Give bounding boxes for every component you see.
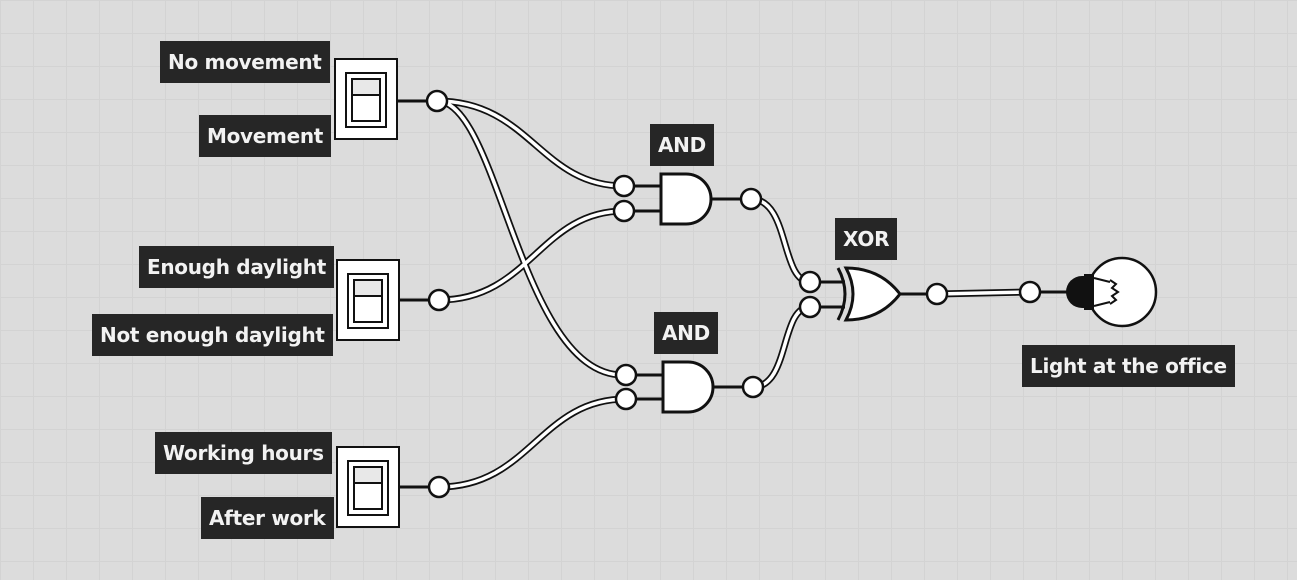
- connector-xor-in2: [798, 295, 822, 319]
- connector-xor-out: [925, 282, 949, 306]
- connector-bulb-in: [1018, 280, 1042, 304]
- switch-1-bottom-label: Movement: [199, 115, 332, 157]
- switch-2-top-label: Enough daylight: [139, 246, 334, 288]
- switch-2-bottom-label: Not enough daylight: [92, 314, 333, 356]
- switch-work-hours[interactable]: [336, 446, 400, 528]
- and-gate-1[interactable]: [634, 172, 741, 226]
- xor-gate-label: XOR: [835, 218, 898, 260]
- connector-switch2-out: [427, 288, 451, 312]
- connector-and1-out: [739, 187, 763, 211]
- light-bulb-icon: [1040, 256, 1158, 328]
- wire-and1-to-xor: [747, 195, 814, 286]
- switch-3-bottom-label: After work: [201, 497, 334, 539]
- output-label: Light at the office: [1022, 345, 1235, 387]
- and-gate-2-label: AND: [654, 312, 718, 354]
- and-gate-1-label: AND: [650, 124, 714, 166]
- wire-and2-to-xor: [749, 303, 814, 391]
- switch-stubs: [398, 99, 429, 489]
- connector-switch1-out: [425, 89, 449, 113]
- xor-gate[interactable]: [820, 266, 927, 322]
- wire-movement-to-and1: [433, 97, 628, 190]
- switch-3-top-label: Working hours: [155, 432, 332, 474]
- connector-xor-in1: [798, 270, 822, 294]
- and-gate-2[interactable]: [636, 360, 743, 414]
- wires: [433, 97, 1034, 491]
- connector-and1-in1: [612, 174, 636, 198]
- switch-movement[interactable]: [334, 58, 398, 140]
- connector-and1-in2: [612, 199, 636, 223]
- connector-and2-in1: [614, 363, 638, 387]
- switch-1-top-label: No movement: [160, 41, 330, 83]
- connector-and2-in2: [614, 387, 638, 411]
- connector-switch3-out: [427, 475, 451, 499]
- connectors[interactable]: [425, 89, 1042, 499]
- switch-daylight[interactable]: [336, 259, 400, 341]
- connector-and2-out: [741, 375, 765, 399]
